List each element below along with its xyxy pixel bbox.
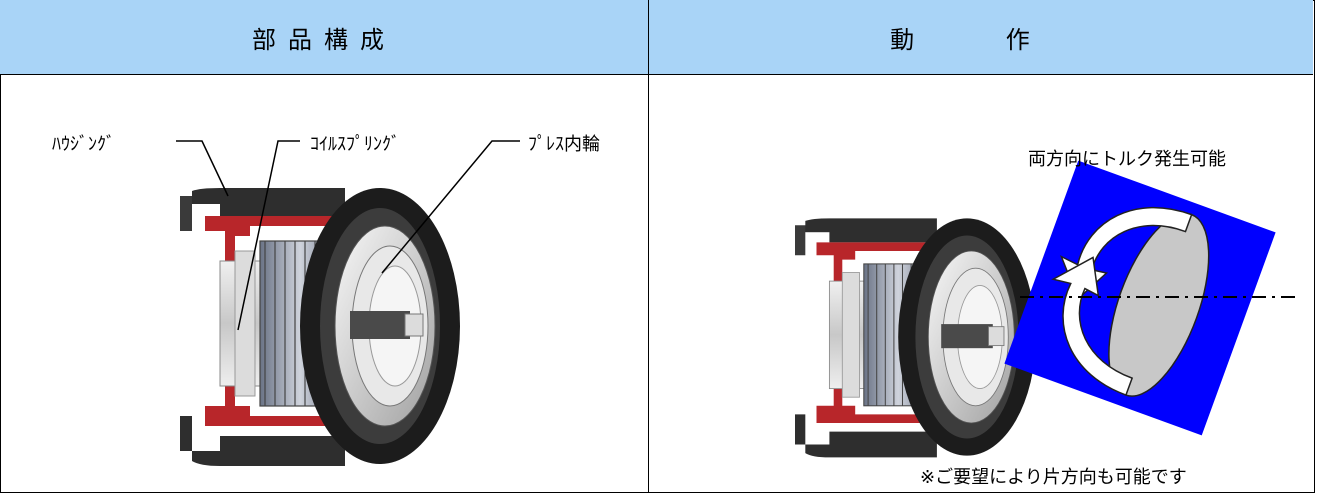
label-press-inner-ring: ﾌﾟﾚｽ内輪	[528, 134, 600, 155]
note-one-direction: ※ご要望により片方向も可能です	[920, 467, 1187, 488]
header-operation: 動 作	[649, 0, 1313, 75]
label-housing: ﾊｳｼﾞﾝｸﾞ	[52, 134, 115, 155]
coupling-illustration-right	[794, 217, 1037, 458]
note-bidirectional: 両方向にトルク発生可能	[1028, 149, 1226, 170]
header-components: 部品構成	[0, 0, 649, 75]
header-components-label: 部品構成	[252, 25, 396, 54]
header-operation-label: 動 作	[890, 25, 1072, 54]
column-divider	[648, 75, 649, 493]
rotation-arrow-down-icon	[1051, 256, 1134, 397]
label-coil-spring: ｺｲﾙｽﾌﾟﾘﾝｸﾞ	[310, 134, 400, 155]
leader-lines	[176, 140, 520, 331]
